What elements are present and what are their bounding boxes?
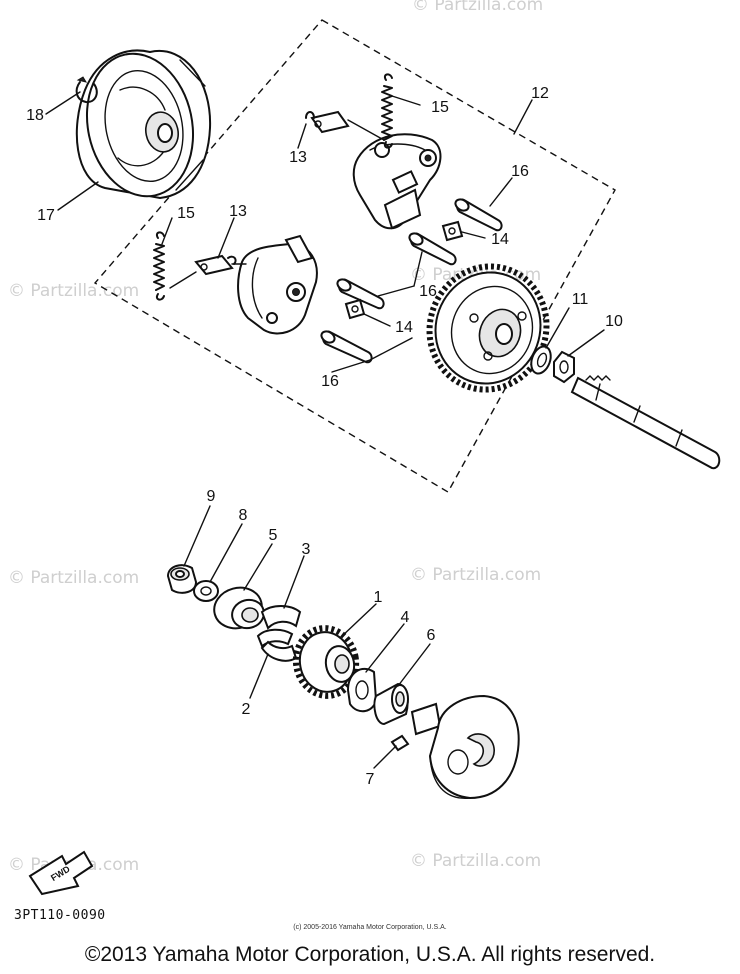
watermark-text: © Partzilla.com [410,565,541,585]
callout-4: 4 [401,609,410,626]
pin-upper-right [454,198,503,232]
driven-gear [426,263,550,393]
callout-17: 17 [37,207,55,224]
callout-1: 1 [374,589,383,606]
watermark-text: © Partzilla.com [410,851,541,871]
callout-3: 3 [302,541,311,558]
lower-nut [166,564,198,594]
washer [530,345,552,375]
callout-10: 10 [605,313,623,330]
watermark-text: © Partzilla.com [412,0,543,15]
primary-drum [410,694,520,800]
spring-lower [153,231,165,301]
callout-2: 2 [242,701,251,718]
spring-plate-upper [305,110,385,141]
one-way-clutch-hub [213,586,265,630]
pin-lower-lower [320,330,373,364]
output-shaft [570,375,721,470]
spring-upper [381,73,393,149]
clutch-shoe-upper [352,133,442,230]
forward-arrow-icon: FWD [28,850,94,896]
callout-14-lower: 14 [395,319,413,336]
watermark-text: © Partzilla.com [8,568,139,588]
pin-lower-upper [336,278,385,310]
callout-14-upper: 14 [491,231,509,248]
callout-18: 18 [26,107,44,124]
callout-15-upper: 15 [431,99,449,116]
callout-11: 11 [572,291,589,308]
callout-16-middle: 16 [419,283,437,300]
bushing-lower [344,298,366,320]
leader-lines [45,91,605,769]
clutch-ring-upper [256,605,302,648]
callout-15-lower: 15 [177,205,195,222]
callout-16-upper: 16 [511,163,529,180]
callout-13-lower: 13 [229,203,247,220]
pin-upper-left [408,232,457,266]
callout-16-lower: 16 [321,373,339,390]
primary-gear [292,625,360,699]
bushing-upper [441,220,464,242]
callout-8: 8 [239,507,248,524]
callout-labels: 18 17 15 13 12 16 14 15 13 16 14 16 11 1… [26,85,623,788]
callout-12: 12 [531,85,549,102]
small-copyright-notice: (c) 2005-2016 Yamaha Motor Corporation, … [293,924,447,931]
callout-9: 9 [207,488,216,505]
callout-13-upper: 13 [289,149,307,166]
spring-plate-lower [169,254,247,289]
callout-7: 7 [366,771,375,788]
watermark-text: © Partzilla.com [8,281,139,301]
clutch-shoe-lower [237,234,318,335]
clutch-ring-lower [260,640,298,662]
copyright-notice: ©2013 Yamaha Motor Corporation, U.S.A. A… [84,943,656,966]
needle-bearing [373,682,409,726]
lower-washer [193,580,219,602]
callout-6: 6 [427,627,436,644]
nut [553,350,575,384]
thrust-plate [346,667,378,713]
circlip [75,76,98,104]
diagram-part-code: 3PT110-0090 [14,908,106,923]
clutch-housing [75,49,212,200]
callout-5: 5 [269,527,278,544]
